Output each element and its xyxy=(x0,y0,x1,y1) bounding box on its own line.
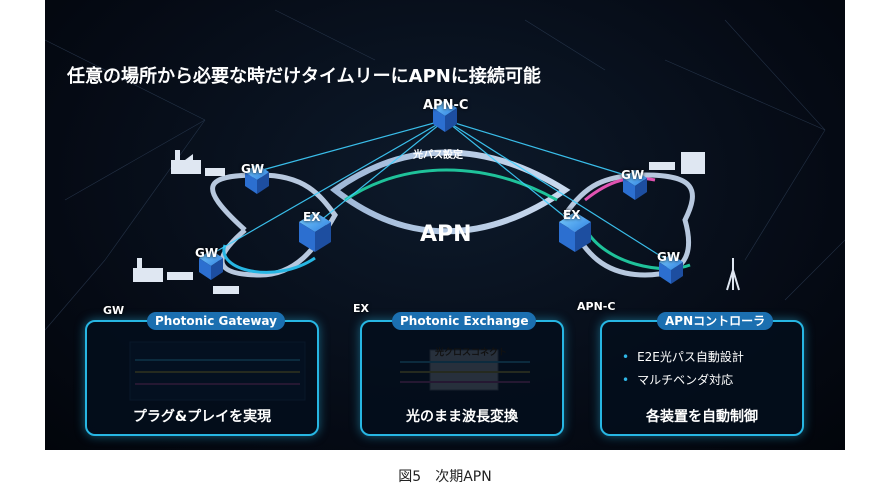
gw-label-bottom-right: GW xyxy=(657,250,681,264)
gw-label-top-left: GW xyxy=(241,162,265,176)
apn-c-cube xyxy=(433,100,457,132)
apn-controller-caption: 各装置を自動制御 xyxy=(646,409,758,425)
gw-badge: GW xyxy=(103,304,125,317)
photonic-exchange-title: Photonic Exchange xyxy=(392,312,537,330)
apn-controller-card: APNコントローラ •E2E光パス自動設計 •マルチベンダ対応 各装置を自動制御 xyxy=(600,312,804,436)
photonic-gateway-caption: プラグ&プレイを実現 xyxy=(132,409,272,425)
factory-icon-bottom xyxy=(133,258,163,282)
green-lane xyxy=(344,168,558,202)
gw-label-bottom-left: GW xyxy=(195,246,219,260)
gw-cube-top-right xyxy=(623,170,647,200)
gw-cube-bottom-left xyxy=(199,250,223,280)
server-icon-left-bottom xyxy=(167,272,239,294)
apn-c-label: APN-C xyxy=(423,98,469,113)
photonic-exchange-card: Photonic Exchange 光のまま波長変換 xyxy=(360,312,564,436)
apn-center-label: APN xyxy=(420,222,472,247)
bullet-text: マルチベンダ対応 xyxy=(637,373,734,387)
ex-cube-left xyxy=(299,212,331,252)
bullet-text: E2E光パス自動設計 xyxy=(637,350,744,364)
headline: 任意の場所から必要な時だけタイムリーにAPNに接続可能 xyxy=(67,66,541,87)
right-loop xyxy=(562,172,695,278)
apn-c-sublabel: 光パス設定 xyxy=(413,150,463,161)
bullet-item: •E2E光パス自動設計 xyxy=(622,350,744,364)
ex-cube-right xyxy=(559,212,591,252)
photonic-gateway-card: Photonic Gateway プラグ&プレイを実現 xyxy=(85,312,319,436)
left-loop xyxy=(210,172,338,278)
cross-connect-label: 光クロスコネクト xyxy=(435,348,508,358)
gw-cube-top-left xyxy=(245,164,269,194)
bullet-item: •マルチベンダ対応 xyxy=(622,373,734,387)
apn-center-ring xyxy=(329,149,571,235)
apn-controller-bullets: •E2E光パス自動設計 •マルチベンダ対応 xyxy=(622,348,744,394)
factory-icon xyxy=(171,150,201,174)
building-icon xyxy=(681,152,705,174)
gw-label-top-right: GW xyxy=(621,168,645,182)
apn-controller-title: APNコントローラ xyxy=(657,312,774,330)
photonic-gateway-title: Photonic Gateway xyxy=(147,312,285,330)
ex-label-right: EX xyxy=(563,208,581,222)
gw-cube-bottom-right xyxy=(659,254,683,284)
server-icon-left-top xyxy=(205,168,225,176)
figure-caption: 図5 次期APN xyxy=(398,469,492,485)
ex-badge: EX xyxy=(353,302,369,315)
antenna-icon xyxy=(726,258,740,291)
blue-lane-left xyxy=(222,244,316,274)
diagram-stage: 任意の場所から必要な時だけタイムリーにAPNに接続可能 APN-C 光パス設定 … xyxy=(45,0,845,450)
background-mesh xyxy=(45,9,845,331)
pink-lane xyxy=(584,176,656,202)
apn-c-badge: APN-C xyxy=(577,300,616,313)
controller-links xyxy=(209,119,671,263)
server-icon-right xyxy=(649,162,675,170)
photonic-exchange-caption: 光のまま波長変換 xyxy=(406,409,518,425)
ex-label-left: EX xyxy=(303,210,321,224)
